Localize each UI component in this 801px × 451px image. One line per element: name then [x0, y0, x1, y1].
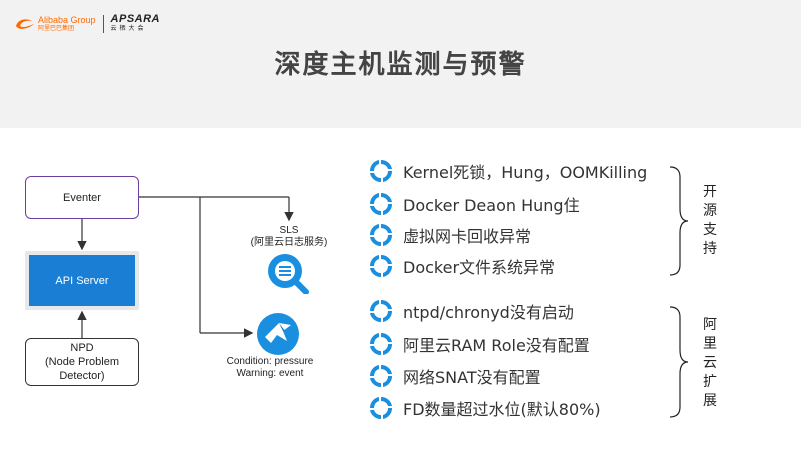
eventer-box: Eventer: [25, 176, 139, 219]
list-item: FD数量超过水位(默认80%): [368, 395, 601, 421]
item-text: FD数量超过水位(默认80%): [403, 400, 601, 419]
refresh-cycle-icon: [368, 253, 394, 279]
alibaba-logo-icon: [14, 17, 36, 31]
refresh-cycle-icon: [368, 395, 394, 421]
sls-search-icon: [266, 252, 310, 298]
brace-alibaba-extension: [669, 306, 689, 418]
brace-open-source: [669, 166, 689, 276]
list-item: Docker文件系统异常: [368, 253, 555, 279]
alibaba-logo-cn: 阿里巴巴集团: [38, 25, 75, 32]
list-item: Docker Deaon Hung住: [368, 191, 580, 217]
group-label-alibaba-extension: 阿 里 云 扩 展: [700, 316, 720, 411]
item-text: ntpd/chronyd没有启动: [403, 303, 574, 322]
list-item: ntpd/chronyd没有启动: [368, 298, 574, 324]
apsara-logo: APSARA 云栖大会: [111, 14, 160, 33]
sls-label-line2: (阿里云日志服务): [250, 237, 328, 248]
list-item: 网络SNAT没有配置: [368, 363, 541, 389]
npd-label-line1: NPD: [70, 342, 94, 354]
header-banner: Alibaba Group 阿里巴巴集团 APSARA 云栖大会 深度主机监测与…: [0, 0, 801, 128]
label-char: 支: [703, 222, 717, 238]
apsara-logo-cn: 云栖大会: [110, 25, 147, 32]
label-char: 阿: [703, 317, 717, 333]
page-title: 深度主机监测与预警: [274, 50, 527, 80]
list-item: 虚拟网卡回收异常: [368, 222, 531, 248]
group-label-open-source: 开 源 支 持: [700, 183, 720, 259]
refresh-cycle-icon: [368, 331, 394, 357]
refresh-cycle-icon: [368, 363, 394, 389]
npd-label-line3: Detector): [59, 370, 105, 382]
list-item: Kernel死锁，Hung，OOMKilling: [368, 158, 647, 184]
refresh-cycle-icon: [368, 191, 394, 217]
label-char: 持: [703, 241, 717, 257]
alibaba-logo-en: Alibaba Group: [38, 15, 96, 25]
refresh-cycle-icon: [368, 158, 394, 184]
apsara-logo-en: APSARA: [110, 13, 160, 25]
alibaba-logo-text: Alibaba Group 阿里巴巴集团: [38, 15, 96, 32]
npd-label: NPD (Node Problem Detector): [45, 341, 119, 383]
refresh-cycle-icon: [368, 222, 394, 248]
refresh-cycle-icon: [368, 298, 394, 324]
api-server-label: API Server: [55, 274, 109, 287]
item-text: Docker Deaon Hung住: [403, 196, 580, 215]
event-bird-icon: [255, 311, 301, 361]
npd-box: NPD (Node Problem Detector): [25, 338, 139, 386]
npd-label-line2: (Node Problem: [45, 356, 119, 368]
label-char: 展: [703, 393, 717, 409]
label-char: 扩: [703, 374, 717, 390]
condition-line: Condition: pressure: [226, 356, 314, 367]
logo-divider: [102, 14, 104, 33]
item-text: 虚拟网卡回收异常: [403, 227, 532, 246]
label-char: 开: [703, 184, 717, 200]
sls-label-line1: SLS: [279, 225, 299, 236]
warning-line: Warning: event: [236, 368, 304, 379]
item-text: Docker文件系统异常: [403, 258, 556, 277]
brand-logos: Alibaba Group 阿里巴巴集团 APSARA 云栖大会: [14, 14, 160, 33]
api-server-box: API Server: [25, 251, 139, 310]
eventer-label: Eventer: [63, 191, 101, 204]
event-condition-text: Condition: pressure Warning: event: [210, 356, 330, 380]
item-text: 阿里云RAM Role没有配置: [403, 336, 590, 355]
item-text: 网络SNAT没有配置: [403, 368, 541, 387]
label-char: 源: [703, 203, 717, 219]
item-text: Kernel死锁，Hung，OOMKilling: [403, 163, 648, 182]
list-item: 阿里云RAM Role没有配置: [368, 331, 590, 357]
label-char: 云: [703, 355, 717, 371]
label-char: 里: [703, 336, 717, 352]
sls-label: SLS (阿里云日志服务): [243, 225, 335, 249]
